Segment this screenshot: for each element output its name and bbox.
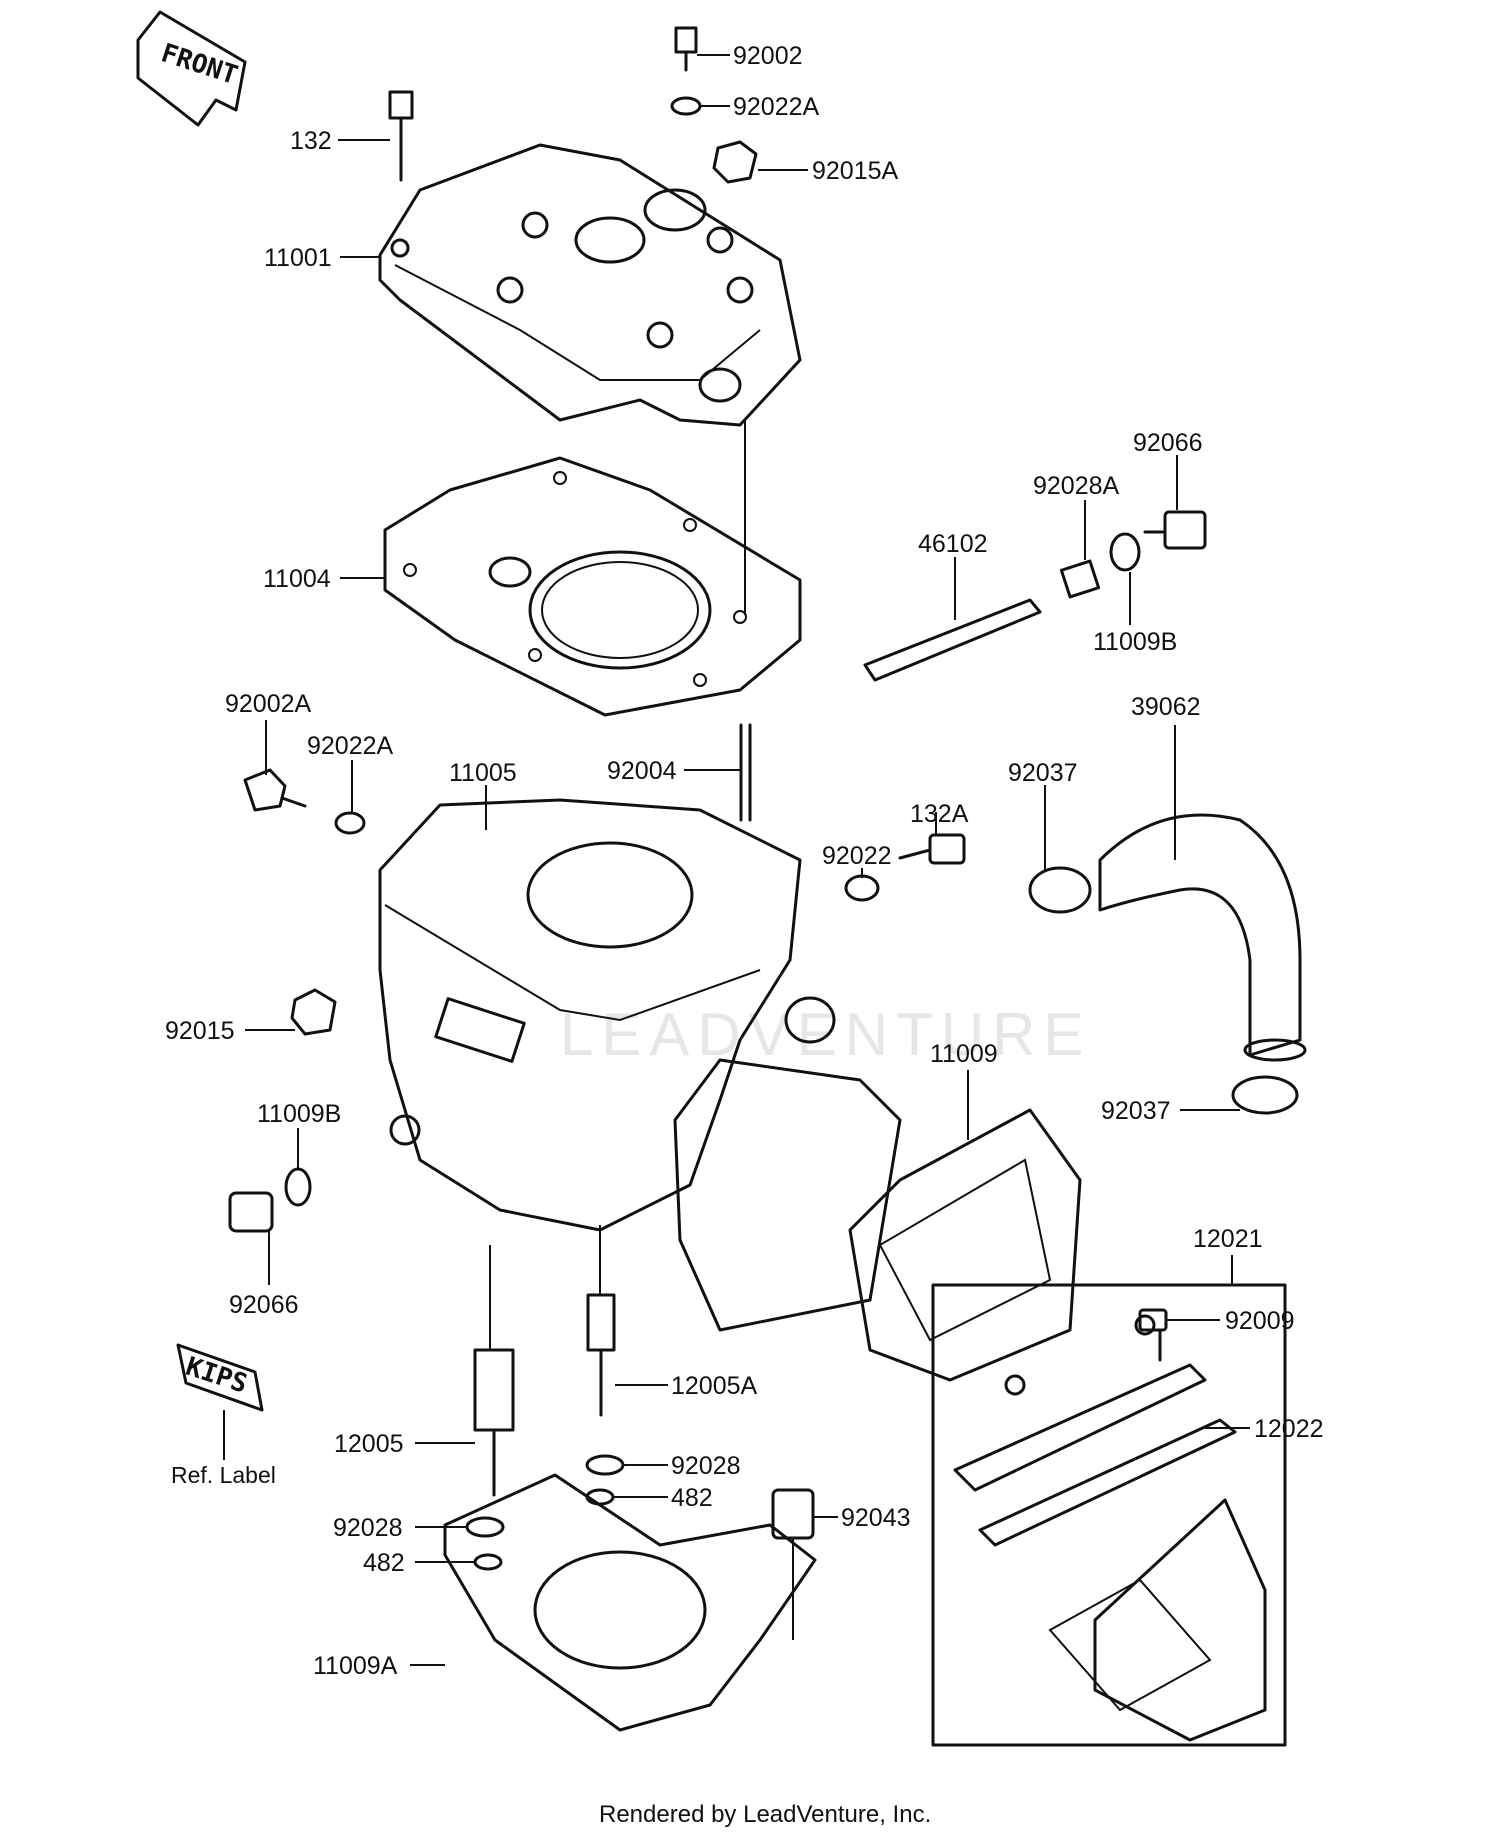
callout-92022A-left: 92022A: [307, 732, 394, 760]
bolt-132A: [898, 833, 966, 865]
washer-92028-left: [465, 1516, 505, 1538]
reed-valve-box: [931, 1283, 1287, 1747]
callout-92002: 92002: [733, 42, 803, 70]
callout-39062: 39062: [1131, 693, 1201, 721]
leader-lines: [245, 54, 1250, 1666]
base-gasket-part: [443, 1473, 817, 1732]
callout-92022A: 92022A: [733, 93, 820, 121]
callout-92066-left: 92066: [229, 1291, 299, 1319]
kips-badge: KIPS: [176, 1343, 264, 1460]
circlip-482-mid: [585, 1488, 615, 1506]
callout-92009: 92009: [1225, 1307, 1295, 1335]
callout-12005: 12005: [334, 1430, 404, 1458]
washer-92022: [844, 874, 880, 902]
nut-92015A: [712, 140, 758, 184]
callout-92043: 92043: [841, 1504, 911, 1532]
callout-11009B-left: 11009B: [257, 1100, 341, 1128]
callout-132A: 132A: [910, 800, 969, 828]
callout-11009A: 11009A: [313, 1652, 398, 1680]
callout-92015: 92015: [165, 1017, 235, 1045]
plug-92066-left: [228, 1191, 274, 1233]
callout-92028-left: 92028: [333, 1514, 403, 1542]
callout-labels: 92002 92022A 132 92015A 11001 92066 9202…: [165, 42, 1324, 1680]
callout-482-mid: 482: [671, 1484, 713, 1512]
stud-92004: [739, 723, 752, 822]
callout-92002A: 92002A: [225, 690, 312, 718]
callout-92004: 92004: [607, 757, 677, 785]
adjuster-rod-46102: [863, 559, 1101, 682]
exhaust-valve-12005A: [586, 1293, 616, 1417]
callout-92066-top: 92066: [1133, 429, 1203, 457]
callout-46102: 46102: [918, 530, 988, 558]
callout-132: 132: [290, 127, 332, 155]
callout-92028A: 92028A: [1033, 472, 1120, 500]
washer-11009B-left: [284, 1167, 312, 1207]
bolt-92002: [674, 26, 698, 72]
callout-12021: 12021: [1193, 1225, 1263, 1253]
washer-92022A-left: [334, 811, 366, 835]
hose-part: [1098, 813, 1307, 1062]
callout-92028-mid: 92028: [671, 1452, 741, 1480]
footer-credit: Rendered by LeadVenture, Inc.: [599, 1801, 931, 1828]
bolt-92002A: [243, 768, 307, 812]
exhaust-valve-12005: [473, 1348, 515, 1497]
callout-11005: 11005: [449, 759, 517, 787]
reed-gasket-part: [673, 1058, 1082, 1382]
bolt-132: [388, 90, 414, 182]
watermark: LEADVENTURE: [560, 1001, 1091, 1068]
ref-label-caption: Ref. Label: [171, 1462, 276, 1488]
front-badge-text: FRONT: [157, 38, 241, 91]
head-gasket-part: [383, 456, 802, 717]
washer-92022A: [670, 96, 702, 116]
callout-92015A: 92015A: [812, 157, 899, 185]
callout-482-left: 482: [363, 1549, 405, 1577]
callout-11009: 11009: [930, 1040, 998, 1068]
hose-clamp-parts: [1028, 866, 1299, 1115]
callout-11001: 11001: [264, 244, 332, 272]
callout-11009B-top: 11009B: [1093, 628, 1177, 656]
front-arrow-badge: FRONT: [136, 10, 247, 127]
callout-92037-bot: 92037: [1101, 1097, 1171, 1125]
callout-92022: 92022: [822, 842, 892, 870]
callout-12022: 12022: [1254, 1415, 1324, 1443]
callout-11004: 11004: [263, 565, 331, 593]
washer-92028-mid: [585, 1454, 625, 1476]
callout-92037-top: 92037: [1008, 759, 1078, 787]
cylinder-part: [378, 798, 836, 1232]
circlip-482-left: [473, 1553, 503, 1571]
washer-11009B-top: [1109, 532, 1141, 572]
cylinder-head-part: [378, 143, 802, 427]
plug-92066-top: [1143, 510, 1207, 550]
nut-92015: [290, 988, 337, 1036]
callout-12005A: 12005A: [671, 1372, 758, 1400]
